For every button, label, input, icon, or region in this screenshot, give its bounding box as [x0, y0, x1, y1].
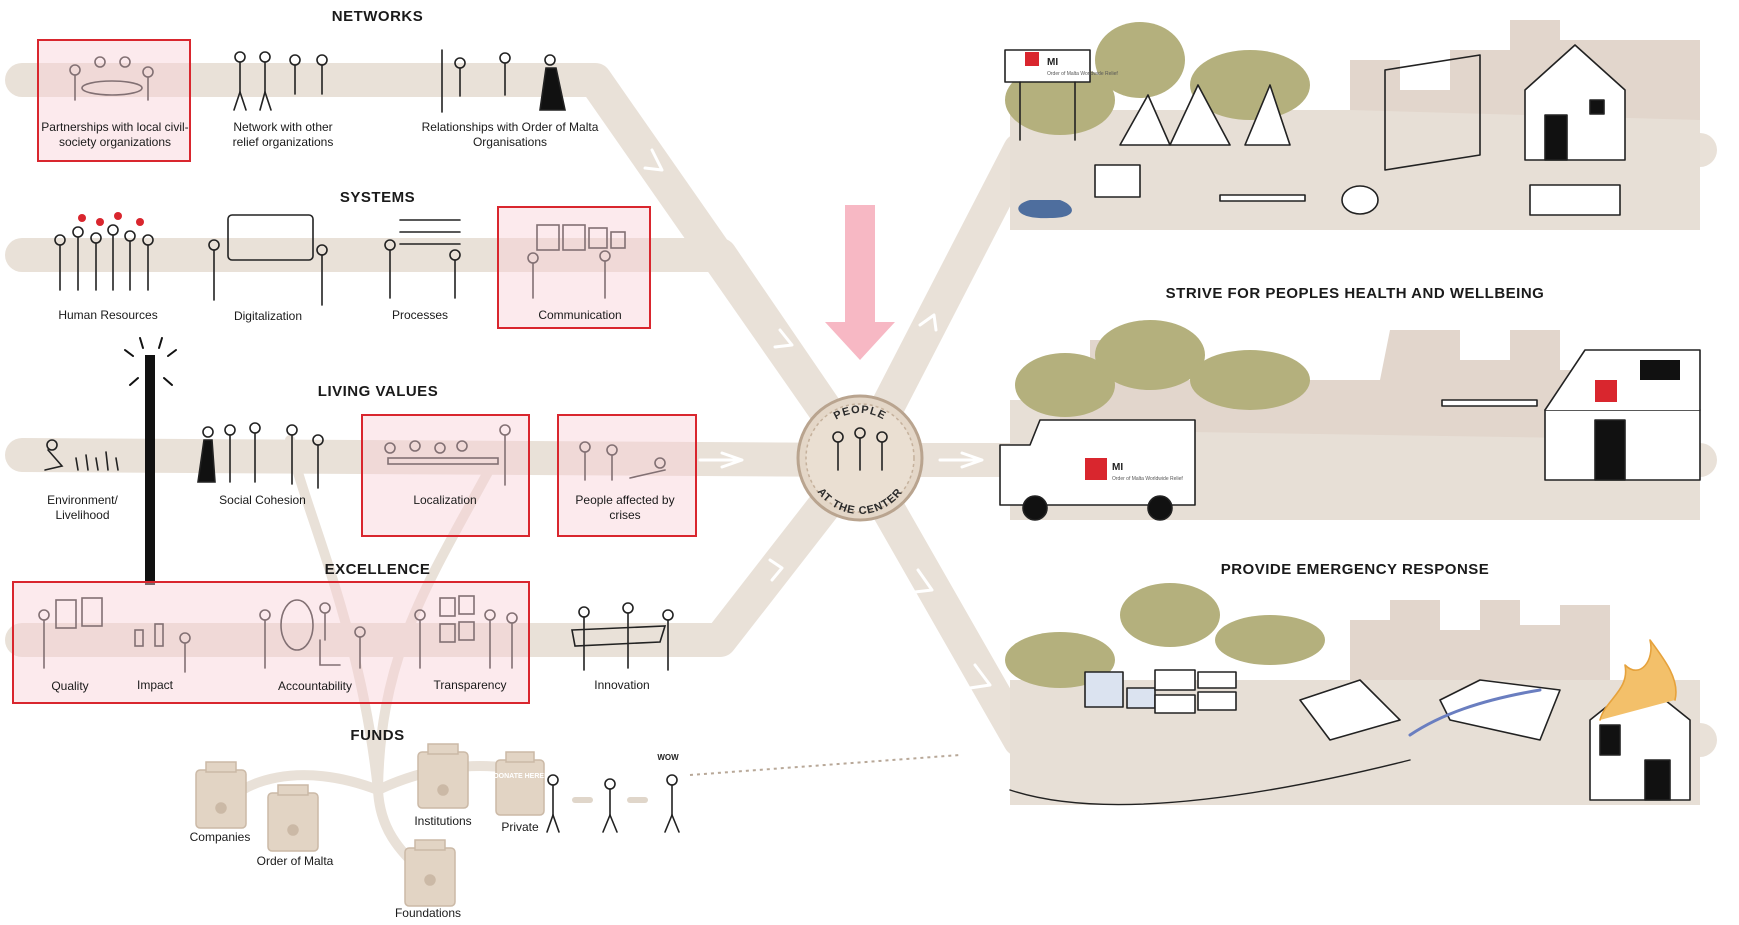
jar-private [495, 751, 545, 816]
jar-institutions [417, 743, 469, 809]
figures-transparency [414, 595, 518, 669]
label-innovation: Innovation [594, 678, 650, 692]
label-companies: Companies [189, 830, 251, 844]
flow-arrows [643, 148, 992, 690]
pink-down-arrow [825, 205, 895, 360]
figures-donors [546, 774, 680, 833]
label-institutions: Institutions [414, 814, 472, 828]
figures-accountability [259, 599, 366, 669]
label-environment: Environment/ Livelihood [47, 493, 118, 522]
label-communication: Communication [538, 308, 622, 322]
highlight-localization [361, 414, 530, 537]
label-quality: Quality [51, 679, 89, 693]
label-processes: Processes [391, 308, 449, 322]
right-panel-drawings [999, 44, 1701, 806]
label-transparency: Transparency [433, 678, 507, 692]
label-foundations: Foundations [394, 906, 462, 920]
highlight-people-affected [557, 414, 697, 537]
figures-relationships [441, 49, 566, 113]
figures-localization [384, 424, 511, 486]
mi-sign-ambulance: MI [1112, 462, 1123, 473]
figures-human-resources-flags [78, 212, 144, 226]
heading-excellence: EXCELLENCE [324, 561, 431, 578]
jar-companies [195, 761, 247, 829]
label-digitalization: Digitalization [233, 309, 303, 323]
label-people-affected: People affected by crises [575, 493, 675, 522]
fund-jars [195, 743, 545, 907]
heading-networks: NETWORKS [331, 8, 424, 25]
label-impact: Impact [136, 678, 173, 692]
figures-digitalization [208, 214, 328, 306]
hub-figures-icon [832, 427, 888, 471]
highlight-excellence [12, 581, 530, 704]
figures-people-affected [579, 441, 666, 481]
figures-impact [134, 623, 191, 673]
label-human-resources: Human Resources [58, 308, 158, 322]
figures-communication [527, 224, 626, 299]
wow-text: WOW [657, 753, 679, 762]
label-social-cohesion: Social Cohesion [219, 493, 306, 507]
figures-network-relief [233, 51, 328, 111]
label-relationships: Relationships with Order of Malta Organi… [421, 120, 599, 149]
label-localization: Localization [413, 493, 477, 507]
people-at-center-hub: PEOPLE AT THE CENTER [796, 394, 924, 522]
mi-sign-top-small: Order of Malta Worldwide Relief [1047, 71, 1118, 77]
hub-top-text: PEOPLE [832, 404, 888, 423]
heading-funds: FUNDS [350, 727, 405, 744]
impact-pillar [124, 337, 177, 585]
label-accountability: Accountability [277, 679, 353, 693]
label-partnerships: Partnerships with local civil-society or… [41, 120, 189, 149]
dotted-connector [689, 754, 961, 776]
figures-partnerships [69, 56, 154, 101]
heading-living-values: LIVING VALUES [317, 383, 439, 400]
jar-sign-text: DONATE HERE! [494, 773, 547, 780]
heading-systems: SYSTEMS [339, 189, 416, 206]
figures-innovation [571, 602, 674, 671]
highlight-communication [497, 206, 651, 329]
jar-order-of-malta [267, 784, 319, 852]
figures-social-cohesion [197, 422, 324, 489]
heading-health: STRIVE FOR PEOPLES HEALTH AND WELLBEING [1165, 285, 1545, 302]
heading-emergency: PROVIDE EMERGENCY RESPONSE [1220, 561, 1490, 578]
label-private: Private [501, 820, 539, 834]
figures-human-resources [54, 224, 154, 291]
highlight-partnerships [37, 39, 191, 162]
stick-figures [38, 49, 680, 833]
label-network-relief: Network with other relief organizations [232, 120, 334, 149]
figures-environment [44, 439, 119, 471]
jar-foundations [404, 839, 456, 907]
mi-sign-top: MI [1047, 57, 1058, 68]
figures-quality [38, 597, 103, 669]
mi-sign-ambulance-small: Order of Malta Worldwide Relief [1112, 476, 1183, 482]
figures-processes [384, 219, 461, 299]
label-order-of-malta: Order of Malta [256, 854, 334, 868]
